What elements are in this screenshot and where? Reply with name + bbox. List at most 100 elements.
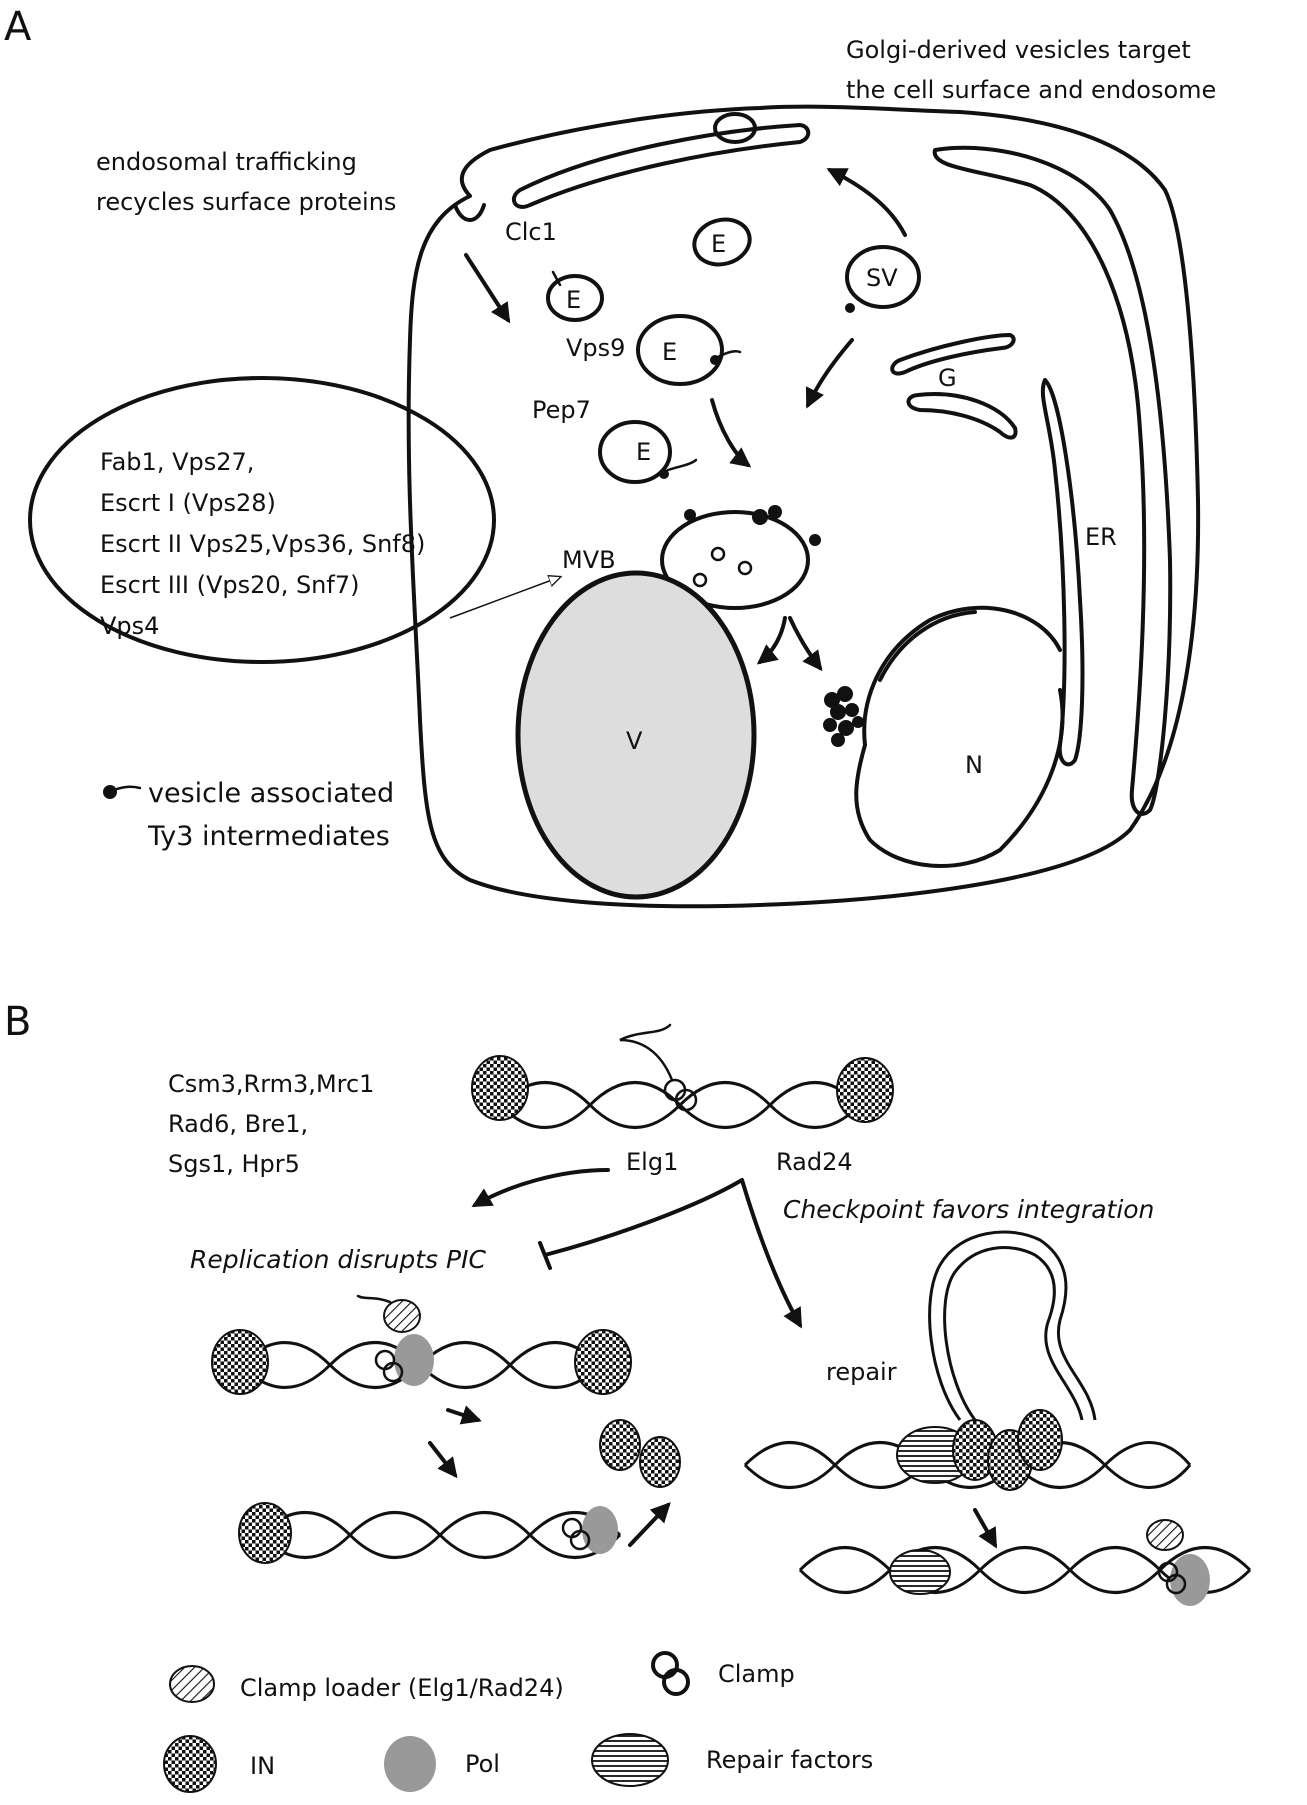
arrow-sv-to-mvb <box>805 338 854 409</box>
endosome-2-label: E <box>566 286 581 314</box>
mvb-ilv-3 <box>692 572 708 588</box>
mvb-ty3-4 <box>809 534 821 546</box>
nucleus-label: N <box>965 751 983 779</box>
legend-clamp-loader-label: Clamp loader (Elg1/Rad24) <box>240 1674 564 1702</box>
pep7-label: Pep7 <box>532 396 591 424</box>
ty3-tail-2 <box>666 458 698 472</box>
golgi-note-line1: Golgi-derived vesicles target <box>846 36 1191 64</box>
vacuole <box>515 570 757 900</box>
arrow-mvb-to-vacuole <box>756 616 787 665</box>
ty3-tail <box>716 349 742 359</box>
legend-repair-label: Repair factors <box>706 1746 873 1774</box>
endosome-4 <box>598 420 672 484</box>
mvb <box>660 510 810 610</box>
clamp-loader-final <box>1146 1519 1184 1551</box>
vacuole-label: V <box>626 727 643 755</box>
er-label: ER <box>1085 523 1117 551</box>
arrow-mid-2 <box>428 1441 458 1479</box>
golgi-label: G <box>938 364 957 392</box>
ty3-legend-line2: Ty3 intermediates <box>147 821 390 852</box>
vps9-label: Vps9 <box>566 334 625 362</box>
legend-clamp-loader-swatch <box>169 1665 215 1703</box>
in-mid-right <box>574 1329 632 1395</box>
panel-b-label: B <box>4 999 31 1045</box>
endosome-4-label: E <box>636 438 651 466</box>
er-cisterna-top <box>511 123 811 209</box>
endosome-3-label: E <box>662 338 677 366</box>
arrow-sv-to-surface <box>826 168 907 237</box>
endosome-3 <box>636 314 724 386</box>
mvb-ilv-1 <box>710 546 726 562</box>
er-cortical <box>932 145 1173 816</box>
clamp-loader-mid <box>383 1299 421 1333</box>
dna-top-strand-2 <box>498 1081 862 1129</box>
nuclear-envelope-inner <box>878 610 977 682</box>
callout-line-1: Fab1, Vps27, <box>100 448 254 476</box>
legend-pol-label: Pol <box>465 1750 500 1778</box>
secretory-vesicle <box>845 245 921 309</box>
mvb-ilv-2 <box>737 560 753 576</box>
arrow-elg1 <box>471 1168 610 1207</box>
arrow-mvb-to-nucleus <box>788 616 823 672</box>
endocytic-pit <box>453 203 486 222</box>
arrow-integration <box>973 1508 997 1549</box>
ty3-cdna-top <box>619 1023 674 1082</box>
endosome-2 <box>546 274 604 322</box>
replication-label: Replication disrupts PIC <box>190 1245 486 1274</box>
in-released-2 <box>639 1436 681 1488</box>
mvb-label: MVB <box>562 546 616 574</box>
arrow-release <box>628 1502 671 1547</box>
sv-label: SV <box>866 264 898 292</box>
clamp-low-2 <box>569 1529 591 1551</box>
legend-repair-swatch <box>591 1733 669 1787</box>
factor-line-1: Csm3,Rrm3,Mrc1 <box>168 1070 374 1098</box>
in-top-right <box>836 1057 894 1123</box>
cdna-loop-1 <box>928 1230 1097 1421</box>
mvb-ty3-1 <box>684 509 696 521</box>
callout-line-2: Escrt I (Vps28) <box>100 489 276 517</box>
in-top-left <box>471 1055 529 1121</box>
endosome-1-label: E <box>711 230 726 258</box>
factor-line-3: Sgs1, Hpr5 <box>168 1150 300 1178</box>
callout-line-3: Escrt II Vps25,Vps36, Snf8) <box>100 530 425 558</box>
mvb-ty3-2 <box>752 509 768 525</box>
arrow-endosome-to-mvb <box>710 398 752 468</box>
repair-factors-final <box>889 1549 951 1595</box>
arrow-checkpoint <box>740 1178 802 1329</box>
ty3-legend-dot <box>103 785 117 799</box>
dna-right-strand-2 <box>743 1441 1192 1489</box>
dna-final-strand-1 <box>798 1546 1252 1594</box>
ty3-legend-line1: vesicle associated <box>148 778 394 809</box>
in-mid-left <box>211 1329 269 1395</box>
endo-note-line2: recycles surface proteins <box>96 188 396 216</box>
dna-low-strand-2 <box>258 1511 622 1559</box>
ty3-dot-sv <box>845 303 855 313</box>
panel-a-label: A <box>4 4 32 50</box>
inhibit-bar <box>538 1241 552 1270</box>
arrow-endocytosis <box>464 253 511 324</box>
nuclear-envelope <box>854 605 1065 868</box>
inhibit-line <box>543 1178 744 1257</box>
ty3-legend-tail <box>112 785 142 792</box>
elg1-label: Elg1 <box>626 1148 678 1176</box>
callout-line-5: Vps4 <box>100 612 159 640</box>
clamp-mid-2 <box>382 1361 404 1383</box>
escrt-callout <box>28 376 496 664</box>
clamp-final-2 <box>1165 1573 1187 1595</box>
endosome-2-tether <box>551 270 562 287</box>
mvb-ty3-3 <box>768 505 782 519</box>
legend-pol-swatch <box>384 1736 436 1792</box>
cdna-loop-2 <box>943 1246 1084 1421</box>
repair-label: repair <box>826 1358 897 1386</box>
arrow-mid-1 <box>446 1405 482 1425</box>
ty3-cluster <box>823 686 864 747</box>
pol-low <box>582 1506 618 1554</box>
endosome-1 <box>692 217 752 267</box>
golgi-note-line2: the cell surface and endosome <box>846 76 1216 104</box>
checkpoint-label: Checkpoint favors integration <box>783 1195 1154 1224</box>
factor-line-2: Rad6, Bre1, <box>168 1110 308 1138</box>
legend-in-swatch <box>163 1735 217 1793</box>
rad24-label: Rad24 <box>776 1148 853 1176</box>
